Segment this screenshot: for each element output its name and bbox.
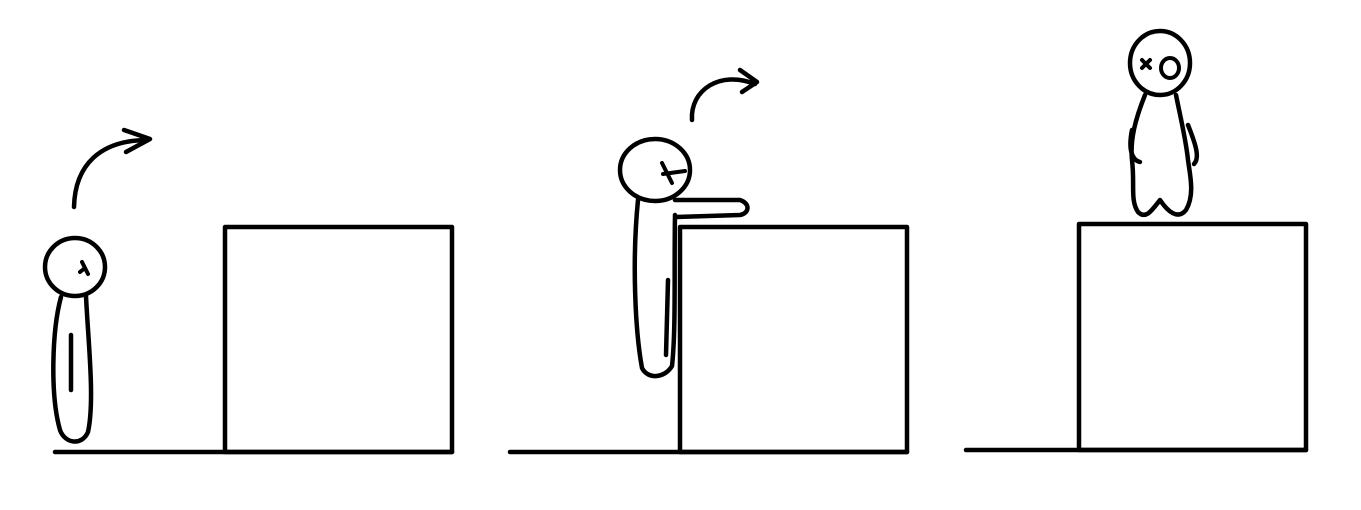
face-mark-icon [660, 161, 687, 185]
figure-left-arm [1128, 127, 1143, 165]
figure-right-arm [1185, 122, 1200, 167]
panel-3 [963, 28, 1309, 453]
box [222, 224, 455, 455]
figure-head [42, 235, 108, 299]
arrow-head-icon [121, 127, 153, 155]
figure-body [51, 293, 94, 444]
curved-arrow-icon [689, 77, 758, 123]
figure-body [632, 197, 678, 379]
curved-arrow-icon [71, 137, 151, 210]
figure-head [617, 136, 693, 204]
box [677, 224, 910, 455]
box [1076, 221, 1309, 453]
arrow-head-icon [737, 67, 760, 95]
figure-head [1127, 28, 1193, 98]
face-o-icon [1159, 56, 1181, 80]
stick-figure [1127, 28, 1200, 218]
figure-body [1129, 92, 1194, 218]
face-mark-icon [78, 260, 90, 276]
panel-1 [42, 127, 455, 455]
stick-figure [42, 235, 108, 444]
face-x-icon [1140, 58, 1152, 70]
stick-figure [617, 136, 750, 379]
panel-2 [507, 67, 910, 455]
figure-arm [672, 197, 750, 220]
figure-back-arm [663, 277, 671, 358]
